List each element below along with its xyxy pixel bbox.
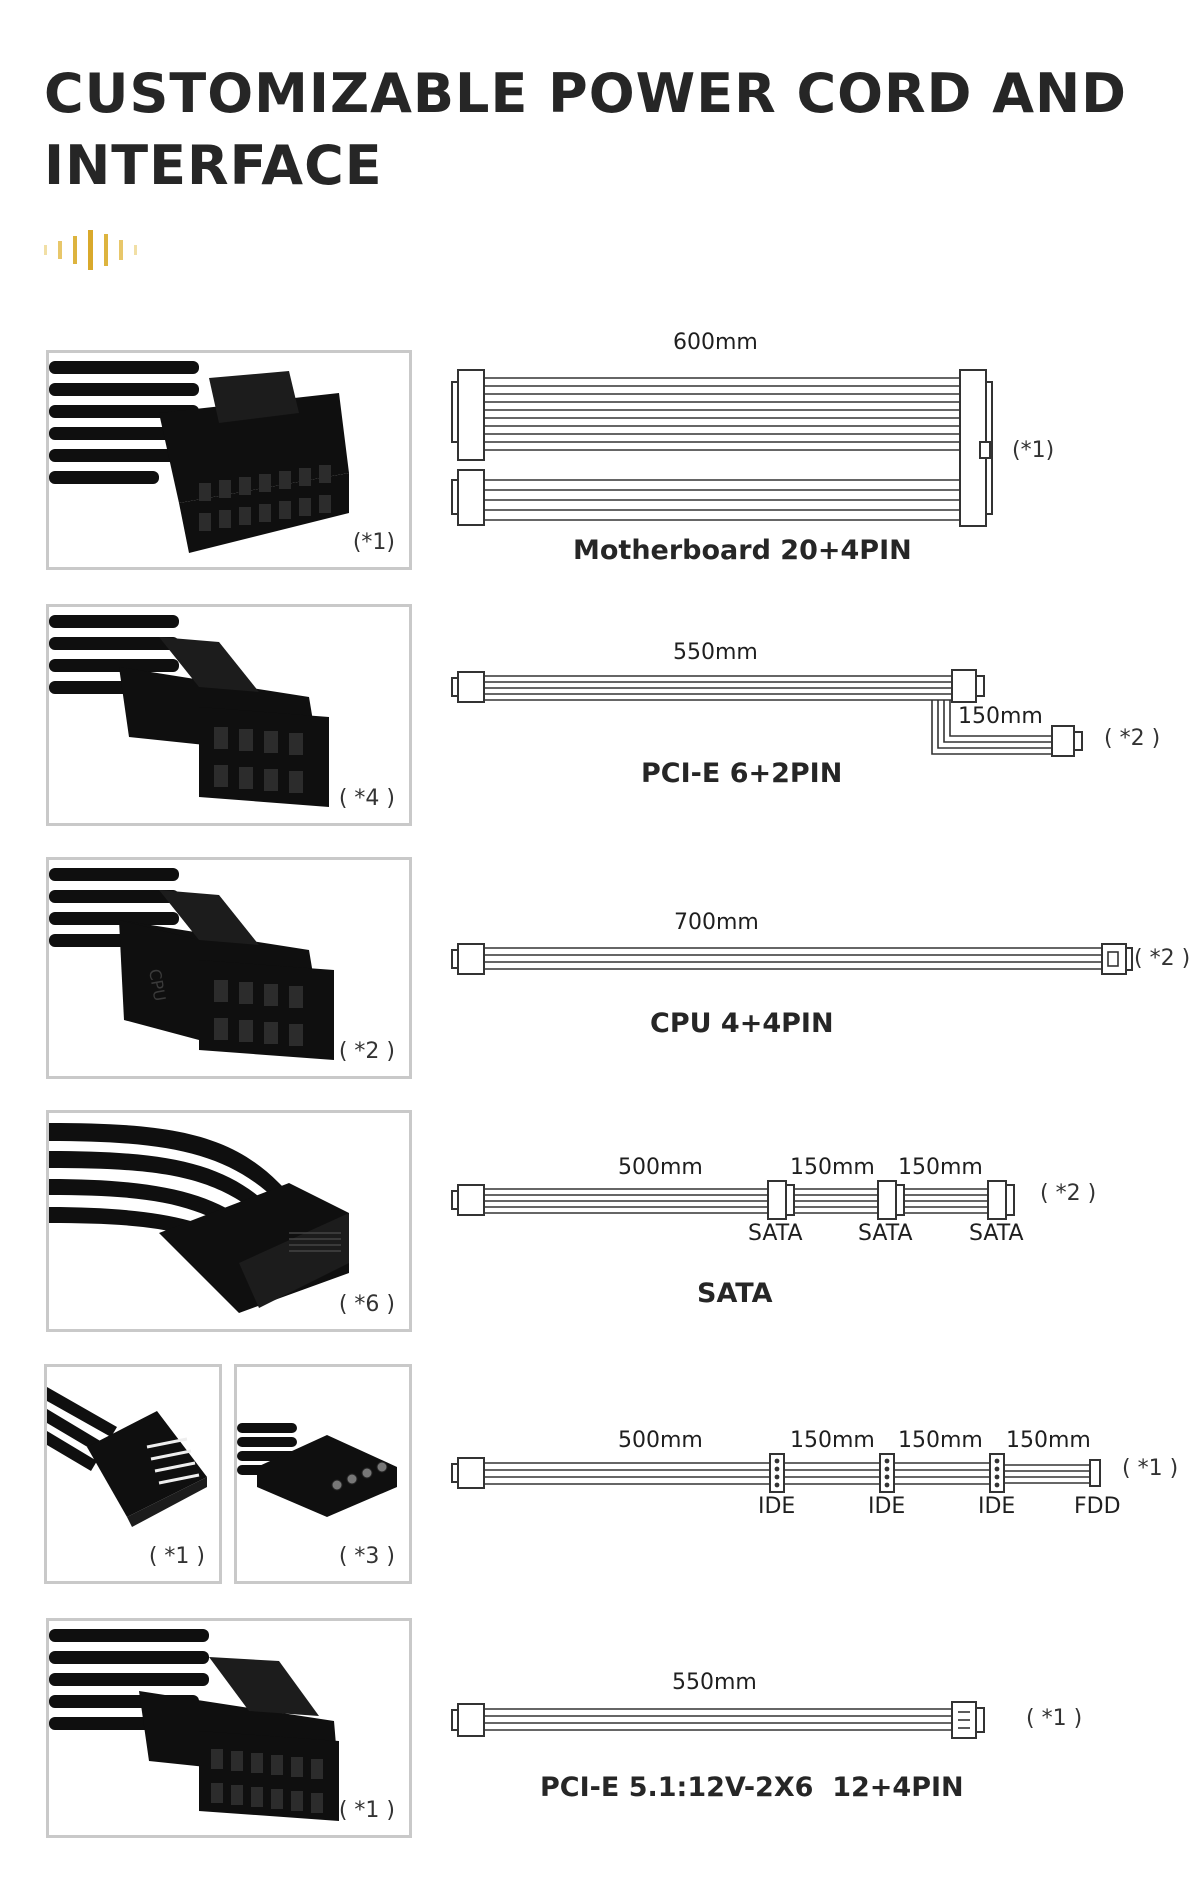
cable-name: PCI-E 6+2PIN xyxy=(641,758,843,789)
length-label: 150mm xyxy=(790,1155,875,1180)
diagram-quantity: ( *2 ) xyxy=(1040,1181,1097,1206)
thumb-quantity: ( *6 ) xyxy=(338,1292,395,1317)
thumb-quantity: ( *3 ) xyxy=(338,1544,395,1569)
length-label: 550mm xyxy=(672,1670,757,1695)
pcie-6-2-cable-diagram: 550mm 150mm ( *2 ) PCI-E 6+2PIN xyxy=(440,640,1200,810)
pcie-6-2-connector-photo: ( *4 ) xyxy=(46,604,412,826)
thumb-quantity: ( *1 ) xyxy=(148,1544,205,1569)
length-label: 500mm xyxy=(618,1155,703,1180)
page-title-line1: CUSTOMIZABLE POWER CORD AND xyxy=(44,62,1128,125)
pcie-6-2-cable-svg xyxy=(451,669,1083,757)
length-label: 150mm xyxy=(898,1155,983,1180)
diagram-quantity: (*1) xyxy=(1012,438,1055,463)
sata-cable-svg xyxy=(451,1180,1015,1220)
cpu-4-4-connector-photo: CPU ( *2 ) xyxy=(46,857,412,1079)
cable-name: CPU 4+4PIN xyxy=(650,1008,834,1039)
fdd-connector-photo: ( *1 ) xyxy=(44,1364,222,1584)
thumb-quantity: ( *1 ) xyxy=(338,1798,395,1823)
pcie-5-1-connector-photo: ( *1 ) xyxy=(46,1618,412,1838)
connector-label: SATA xyxy=(748,1221,803,1246)
ide-molex-connector-photo: ( *3 ) xyxy=(234,1364,412,1584)
pcie-5-1-cable-svg xyxy=(451,1701,985,1739)
diagram-quantity: ( *2 ) xyxy=(1134,946,1191,971)
connector-label: IDE xyxy=(758,1494,796,1519)
length-label: 150mm xyxy=(898,1428,983,1453)
ide-fdd-cable-svg xyxy=(451,1453,1101,1493)
thumb-quantity: ( *2 ) xyxy=(338,1039,395,1064)
connector-label: SATA xyxy=(858,1221,913,1246)
thumb-quantity: ( *4 ) xyxy=(338,786,395,811)
length-label: 550mm xyxy=(673,640,758,665)
diagram-quantity: ( *2 ) xyxy=(1104,726,1161,751)
motherboard-cable-svg xyxy=(451,369,993,527)
length-label: 600mm xyxy=(673,330,758,355)
diagram-quantity: ( *1 ) xyxy=(1122,1456,1179,1481)
ide-fdd-cable-diagram: 500mm 150mm 150mm 150mm IDE IDE I xyxy=(440,1428,1200,1538)
sound-wave-accent-icon xyxy=(44,230,137,270)
length-label: 700mm xyxy=(674,910,759,935)
page-title: CUSTOMIZABLE POWER CORD AND INTERFACE xyxy=(44,58,1144,202)
diagram-quantity: ( *1 ) xyxy=(1026,1706,1083,1731)
connector-label: IDE xyxy=(978,1494,1016,1519)
page-title-line2: INTERFACE xyxy=(44,134,383,197)
cable-name: SATA xyxy=(697,1278,773,1309)
cable-name: PCI-E 5.1:12V-2X6 12+4PIN xyxy=(540,1772,964,1803)
connector-label: FDD xyxy=(1074,1494,1121,1519)
length-label: 150mm xyxy=(790,1428,875,1453)
branch-length-label: 150mm xyxy=(958,704,1043,729)
sata-connector-photo: ( *6 ) xyxy=(46,1110,412,1332)
pcie-5-1-cable-diagram: 550mm ( *1 ) PCI-E 5.1:12V-2X6 12+4PIN xyxy=(440,1670,1200,1820)
cable-name: Motherboard 20+4PIN xyxy=(573,535,912,566)
cpu-4-4-cable-diagram: 700mm ( *2 ) CPU 4+4PIN xyxy=(440,910,1200,1050)
length-label: 150mm xyxy=(1006,1428,1091,1453)
thumb-quantity: (*1) xyxy=(352,530,395,555)
connector-label: IDE xyxy=(868,1494,906,1519)
connector-label: SATA xyxy=(969,1221,1024,1246)
sata-cable-diagram: 500mm 150mm 150mm SATA SATA SATA ( *2 ) … xyxy=(440,1155,1200,1315)
motherboard-connector-photo: (*1) xyxy=(46,350,412,570)
cpu-4-4-cable-svg xyxy=(451,943,1133,975)
length-label: 500mm xyxy=(618,1428,703,1453)
motherboard-cable-diagram: 600mm (*1) Motherboard 20+4PIN xyxy=(440,330,1200,570)
